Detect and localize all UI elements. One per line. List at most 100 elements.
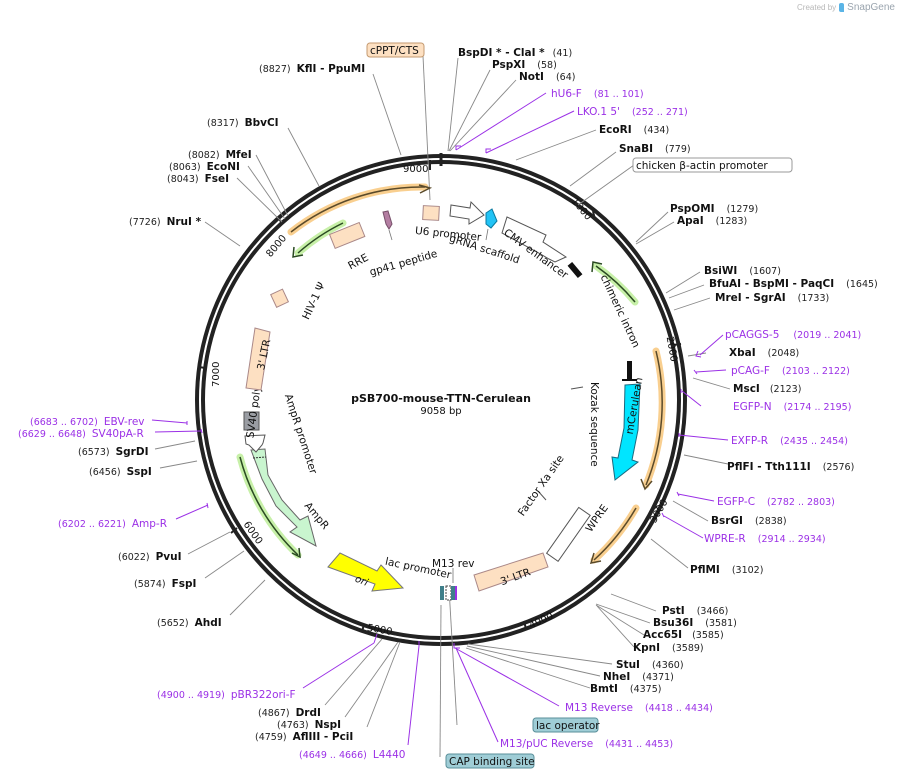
enzyme-label[interactable]: BfuAI - BspMI - PaqCI(1645) — [709, 278, 878, 290]
enzyme-label[interactable]: (8317)BbvCI — [207, 117, 279, 129]
feature-cmv[interactable] — [501, 216, 568, 263]
enzyme-label[interactable]: NotI(64) — [519, 71, 575, 83]
enzyme-label[interactable]: (5652)AhdI — [157, 617, 222, 629]
enzyme-label[interactable]: PspOMI(1279) — [670, 203, 758, 215]
enzyme-label[interactable]: BspDI * - ClaI *(41) — [458, 47, 572, 59]
feature-3ltr-left[interactable] — [245, 327, 271, 391]
cap-site-label: CAP binding site — [449, 756, 535, 768]
feature-ampr[interactable] — [250, 448, 317, 547]
enzyme-label[interactable]: (4763)NspI — [277, 719, 341, 731]
enzyme-label[interactable]: (4759)AflIII - PciI — [255, 731, 353, 743]
enzyme-label[interactable]: (8827)KflI - PpuMI — [259, 63, 365, 75]
enzyme-leaders — [154, 55, 731, 728]
feature-u6-box[interactable] — [422, 205, 440, 221]
svg-text:Factor Xa site: Factor Xa site — [516, 453, 567, 518]
enzyme-label[interactable]: PflMI(3102) — [690, 564, 763, 576]
enzyme-label[interactable]: MreI - SgrAI(1733) — [715, 292, 829, 304]
svg-text:M13 rev: M13 rev — [432, 558, 475, 570]
enzyme-label[interactable]: (5874)FspI — [134, 578, 196, 590]
enzyme-label[interactable]: (7726)NruI * — [129, 216, 202, 228]
primer-label[interactable]: (4649 .. 4666)L4440 — [299, 749, 405, 761]
tick-7000: 7000 — [211, 362, 222, 387]
tick-2000: 2000 — [664, 336, 679, 363]
credit-prefix: Created by — [797, 3, 837, 12]
enzyme-label[interactable]: ApaI(1283) — [677, 215, 747, 227]
feature-hiv-psi[interactable] — [270, 288, 290, 308]
primer-label[interactable]: pCAG-F(2103 .. 2122) — [731, 365, 850, 377]
enzyme-label[interactable]: (6573)SgrDI — [78, 446, 148, 458]
enzyme-label[interactable]: (8063)EcoNI — [169, 161, 240, 173]
lac-operator-label: lac operator — [536, 720, 600, 732]
primer-label[interactable]: hU6-F(81 .. 101) — [551, 88, 644, 100]
enzyme-label[interactable]: MscI(2123) — [733, 383, 801, 395]
enzyme-labels: BspDI * - ClaI *(41) PspXI(58) NotI(64) … — [78, 47, 878, 743]
enzyme-label[interactable]: BsiWI(1607) — [704, 265, 781, 277]
primer-label[interactable]: (6202 .. 6221)Amp-R — [58, 518, 167, 530]
enzyme-label[interactable]: BmtI(4375) — [590, 683, 661, 695]
enzyme-label[interactable]: XbaI(2048) — [729, 347, 799, 359]
boxed-labels: cPPT/CTS chicken β-actin promoter lac op… — [366, 42, 793, 769]
enzyme-label[interactable]: Acc65I(3585) — [643, 629, 724, 641]
enzyme-label[interactable]: SnaBI(779) — [619, 143, 691, 155]
svg-text:Kozak sequence: Kozak sequence — [588, 382, 600, 467]
enzyme-label[interactable]: Bsu36I(3581) — [653, 617, 737, 629]
feature-mcerulean[interactable] — [611, 383, 641, 481]
enzyme-label[interactable]: PstI(3466) — [662, 605, 728, 617]
feature-cap[interactable] — [440, 586, 444, 600]
primer-leaders — [151, 92, 729, 746]
feature-3ltr-right[interactable] — [473, 552, 549, 592]
feature-ampr-promoter[interactable] — [244, 434, 266, 453]
feature-rre[interactable] — [328, 221, 366, 250]
feature-sv40[interactable] — [243, 411, 260, 431]
enzyme-label[interactable]: StuI(4360) — [616, 659, 684, 671]
primer-label[interactable]: WPRE-R(2914 .. 2934) — [704, 533, 826, 545]
svg-text:RRE: RRE — [346, 252, 370, 273]
primer-label[interactable]: EGFP-C(2782 .. 2803) — [717, 496, 835, 508]
cap-site-box[interactable] — [445, 753, 535, 769]
snapgene-credit: Created by SnapGene — [797, 2, 895, 13]
chicken-actin-box[interactable] — [632, 157, 793, 173]
enzyme-label[interactable]: NheI(4371) — [603, 671, 674, 683]
enzyme-label[interactable]: BsrGI(2838) — [711, 515, 787, 527]
enzyme-label[interactable]: PflFI - Tth111I(2576) — [727, 461, 854, 473]
enzyme-label[interactable]: KpnI(3589) — [633, 642, 704, 654]
primer-label[interactable]: pCAGGS-5(2019 .. 2041) — [725, 329, 861, 341]
enzyme-label[interactable]: (6022)PvuI — [118, 551, 182, 563]
enzyme-label[interactable]: (8082)MfeI — [188, 149, 252, 161]
chicken-actin-label: chicken β-actin promoter — [636, 160, 768, 172]
feature-black-bar[interactable] — [627, 361, 632, 379]
primer-label[interactable]: (6683 .. 6702)EBV-rev — [30, 416, 145, 428]
feature-gp41[interactable] — [382, 210, 393, 230]
feature-u6-arrow[interactable] — [449, 200, 485, 225]
enzyme-label[interactable]: (8043)FseI — [167, 173, 229, 185]
orf-arcs — [236, 183, 666, 564]
primer-label[interactable]: LKO.1 5'(252 .. 271) — [577, 106, 688, 118]
primer-labels: hU6-F(81 .. 101) LKO.1 5'(252 .. 271) pC… — [18, 88, 861, 761]
tick-5000: 5000 — [366, 623, 393, 638]
primer-label[interactable]: M13/pUC Reverse(4431 .. 4453) — [500, 738, 673, 750]
primer-label[interactable]: EGFP-N(2174 .. 2195) — [733, 401, 851, 413]
plasmid-name: pSB700-mouse-TTN-Cerulean — [351, 392, 531, 405]
enzyme-label[interactable]: EcoRI(434) — [599, 124, 669, 136]
svg-text:HIV-1 Ψ: HIV-1 Ψ — [300, 281, 328, 322]
svg-text:gp41 peptide: gp41 peptide — [368, 248, 439, 279]
feature-grna[interactable] — [485, 208, 498, 229]
feature-wpre[interactable] — [545, 506, 591, 562]
svg-text:ori: ori — [353, 574, 369, 589]
cppt-box[interactable] — [366, 42, 425, 58]
primer-label[interactable]: EXFP-R(2435 .. 2454) — [731, 435, 848, 447]
box-leaders — [439, 164, 635, 758]
tick-1000: 1000 — [569, 196, 594, 223]
primer-label[interactable]: (6629 .. 6648)SV40pA-R — [18, 428, 144, 440]
primer-label[interactable]: M13 Reverse(4418 .. 4434) — [565, 702, 713, 714]
feature-chimeric-black[interactable] — [567, 261, 583, 279]
credit-brand: SnapGene — [847, 2, 895, 13]
lac-operator-box[interactable] — [532, 717, 599, 733]
feature-ori[interactable] — [327, 552, 405, 592]
plasmid-length: 9058 bp — [420, 406, 461, 417]
snapgene-logo-icon — [839, 3, 845, 12]
enzyme-label[interactable]: PspXI(58) — [492, 59, 557, 71]
primer-label[interactable]: (4900 .. 4919)pBR322ori-F — [157, 689, 296, 701]
enzyme-label[interactable]: (4867)DrdI — [258, 707, 321, 719]
enzyme-label[interactable]: (6456)SspI — [89, 466, 152, 478]
